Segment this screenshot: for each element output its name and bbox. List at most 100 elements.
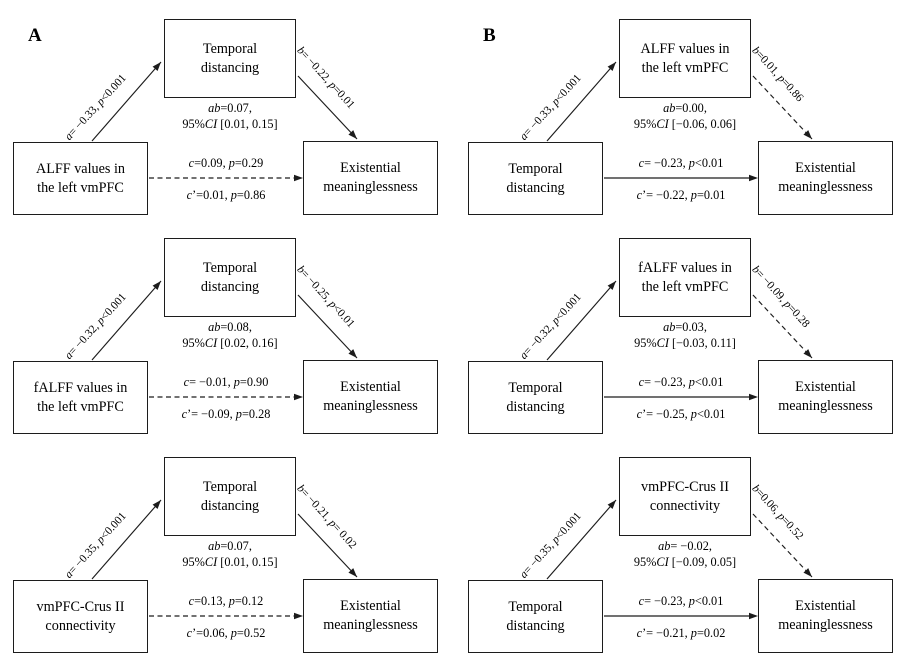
- path-c-prime-label: cʼ= −0.21, p=0.02: [636, 626, 726, 640]
- indirect-effect-label: ab= −0.02, 95%CI [−0.09, 0.05]: [575, 538, 795, 571]
- path-b-line: [297, 294, 358, 359]
- path-b-line: [752, 75, 813, 140]
- path-arrows: [546, 499, 813, 620]
- path-b-arrowhead: [803, 568, 812, 577]
- path-c-prime-label: cʼ= −0.25, p<0.01: [636, 407, 726, 421]
- path-c-label: c= −0.23, p<0.01: [638, 594, 724, 608]
- path-b-line: [297, 75, 358, 140]
- path-a-line: [91, 61, 162, 142]
- path-c-arrowhead: [749, 612, 758, 620]
- indirect-effect-line2: 95%CI [−0.03, 0.11]: [634, 336, 736, 351]
- path-a-line: [91, 280, 162, 361]
- indirect-effect-line1: ab=0.08,: [208, 320, 252, 334]
- indirect-effect-line2: 95%CI [−0.06, 0.06]: [633, 117, 737, 132]
- path-c-prime-label: cʼ= −0.09, p=0.28: [181, 407, 271, 421]
- path-a-line: [91, 499, 162, 580]
- panel-label-b: B: [483, 25, 496, 46]
- path-c-label: c= −0.01, p=0.90: [183, 375, 269, 389]
- path-b-arrowhead: [348, 349, 357, 358]
- path-a-arrowhead: [607, 500, 616, 509]
- path-arrows: [91, 499, 358, 620]
- indirect-effect-line1: ab=0.00,: [663, 101, 707, 115]
- indirect-effect-line1: ab=0.03,: [663, 320, 707, 334]
- path-a-arrowhead: [152, 62, 161, 71]
- indirect-effect-label: ab=0.07,95%CI [0.01, 0.15]: [120, 538, 340, 571]
- path-a-line: [546, 499, 617, 580]
- indirect-effect-line2: 95%CI [0.01, 0.15]: [182, 555, 278, 570]
- path-b-line: [752, 513, 813, 578]
- path-b-arrowhead: [803, 349, 812, 358]
- indirect-effect-label: ab=0.07,95%CI [0.01, 0.15]: [120, 100, 340, 133]
- path-arrows: [546, 280, 813, 401]
- path-c-arrowhead: [294, 612, 303, 620]
- path-a-arrowhead: [607, 281, 616, 290]
- path-c-arrowhead: [749, 393, 758, 401]
- path-b-arrowhead: [803, 130, 812, 139]
- path-a-line: [546, 61, 617, 142]
- path-c-prime-label: cʼ=0.01, p=0.86: [186, 188, 266, 202]
- indirect-effect-label: ab=0.08, 95%CI [0.02, 0.16]: [120, 319, 340, 352]
- path-c-label: c= −0.23, p<0.01: [638, 156, 724, 170]
- path-a-arrowhead: [607, 62, 616, 71]
- indirect-effect-line2: 95%CI [0.02, 0.16]: [182, 336, 278, 351]
- path-b-arrowhead: [348, 568, 357, 577]
- path-c-arrowhead: [294, 174, 303, 182]
- indirect-effect-label: ab=0.03, 95%CI [−0.03, 0.11]: [575, 319, 795, 352]
- path-arrows: [546, 61, 813, 182]
- path-arrows: [91, 280, 358, 401]
- indirect-effect-line2: 95%CI [0.01, 0.15]: [182, 117, 278, 132]
- path-c-label: c= −0.23, p<0.01: [638, 375, 724, 389]
- path-c-prime-label: cʼ=0.06, p=0.52: [186, 626, 266, 640]
- indirect-effect-label: ab=0.00, 95%CI [−0.06, 0.06]: [575, 100, 795, 133]
- path-a-line: [546, 280, 617, 361]
- indirect-effect-line2: 95%CI [−0.09, 0.05]: [633, 555, 737, 570]
- path-a-arrowhead: [152, 281, 161, 290]
- indirect-effect-line1: ab= −0.02,: [658, 539, 712, 553]
- path-c-label: c=0.13, p=0.12: [188, 594, 264, 608]
- path-c-arrowhead: [294, 393, 303, 401]
- path-c-label: c=0.09, p=0.29: [188, 156, 264, 170]
